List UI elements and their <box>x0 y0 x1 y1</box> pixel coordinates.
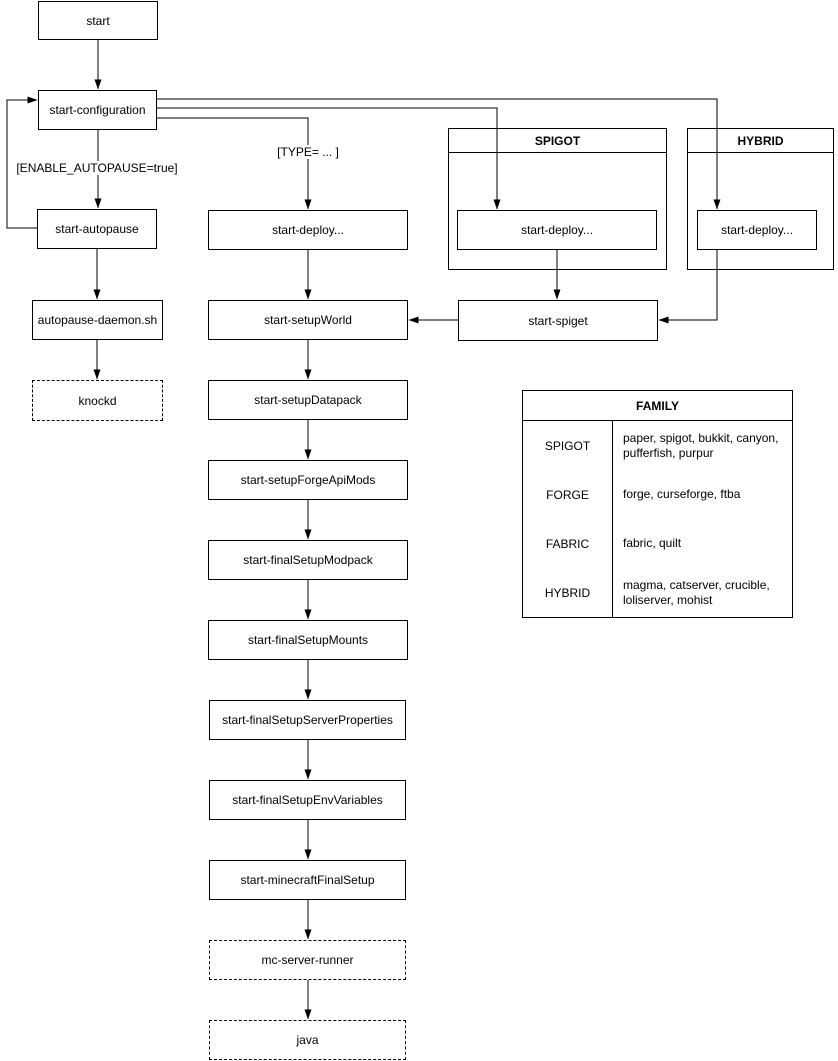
family-members-cell: magma, catserver, crucible, loliserver, … <box>623 577 770 607</box>
node-start-setupdatapack: start-setupDatapack <box>208 380 408 420</box>
family-row-fabric: FABRIC fabric, quilt <box>523 519 792 568</box>
node-start-finalsetupmodpack: start-finalSetupModpack <box>208 540 408 580</box>
node-start-finalsetupenvvariables: start-finalSetupEnvVariables <box>209 780 406 820</box>
group-hybrid-title: HYBRID <box>688 129 833 153</box>
family-members-cell: forge, curseforge, ftba <box>623 487 741 501</box>
node-spigot-start-deploy: start-deploy... <box>457 210 657 250</box>
node-start-setupforgeapimods: start-setupForgeApiMods <box>208 460 408 500</box>
edge-label-enable-autopause: [ENABLE_AUTOPAUSE=true] <box>14 161 180 175</box>
node-start-autopause: start-autopause <box>37 209 157 249</box>
node-start-configuration: start-configuration <box>38 90 157 130</box>
family-name-cell: FABRIC <box>523 519 613 568</box>
family-members-cell: paper, spigot, bukkit, canyon, pufferfis… <box>623 430 779 460</box>
edge-label-type: [TYPE= ... ] <box>275 145 341 159</box>
group-spigot-title: SPIGOT <box>449 129 666 153</box>
family-table: FAMILY SPIGOT paper, spigot, bukkit, can… <box>522 390 793 618</box>
family-row-spigot: SPIGOT paper, spigot, bukkit, canyon, pu… <box>523 421 792 470</box>
family-row-forge: FORGE forge, curseforge, ftba <box>523 470 792 519</box>
node-knockd: knockd <box>32 380 163 421</box>
family-table-title: FAMILY <box>523 391 792 421</box>
family-members-cell: fabric, quilt <box>623 536 682 550</box>
node-java: java <box>209 1020 406 1060</box>
node-start-finalsetupmounts: start-finalSetupMounts <box>208 620 408 660</box>
node-start-setupworld: start-setupWorld <box>208 300 408 340</box>
family-name-cell: HYBRID <box>523 568 613 617</box>
node-start-spiget: start-spiget <box>458 300 658 341</box>
node-autopause-daemon: autopause-daemon.sh <box>32 300 163 340</box>
node-start-deploy: start-deploy... <box>208 210 408 250</box>
node-mc-server-runner: mc-server-runner <box>209 940 406 980</box>
family-row-hybrid: HYBRID magma, catserver, crucible, lolis… <box>523 568 792 617</box>
node-start-minecraftfinalsetup: start-minecraftFinalSetup <box>209 860 406 900</box>
node-start-finalsetupserverproperties: start-finalSetupServerProperties <box>209 700 406 740</box>
node-hybrid-start-deploy: start-deploy... <box>697 210 817 250</box>
family-name-cell: FORGE <box>523 470 613 519</box>
family-name-cell: SPIGOT <box>523 421 613 470</box>
node-start: start <box>38 1 158 40</box>
